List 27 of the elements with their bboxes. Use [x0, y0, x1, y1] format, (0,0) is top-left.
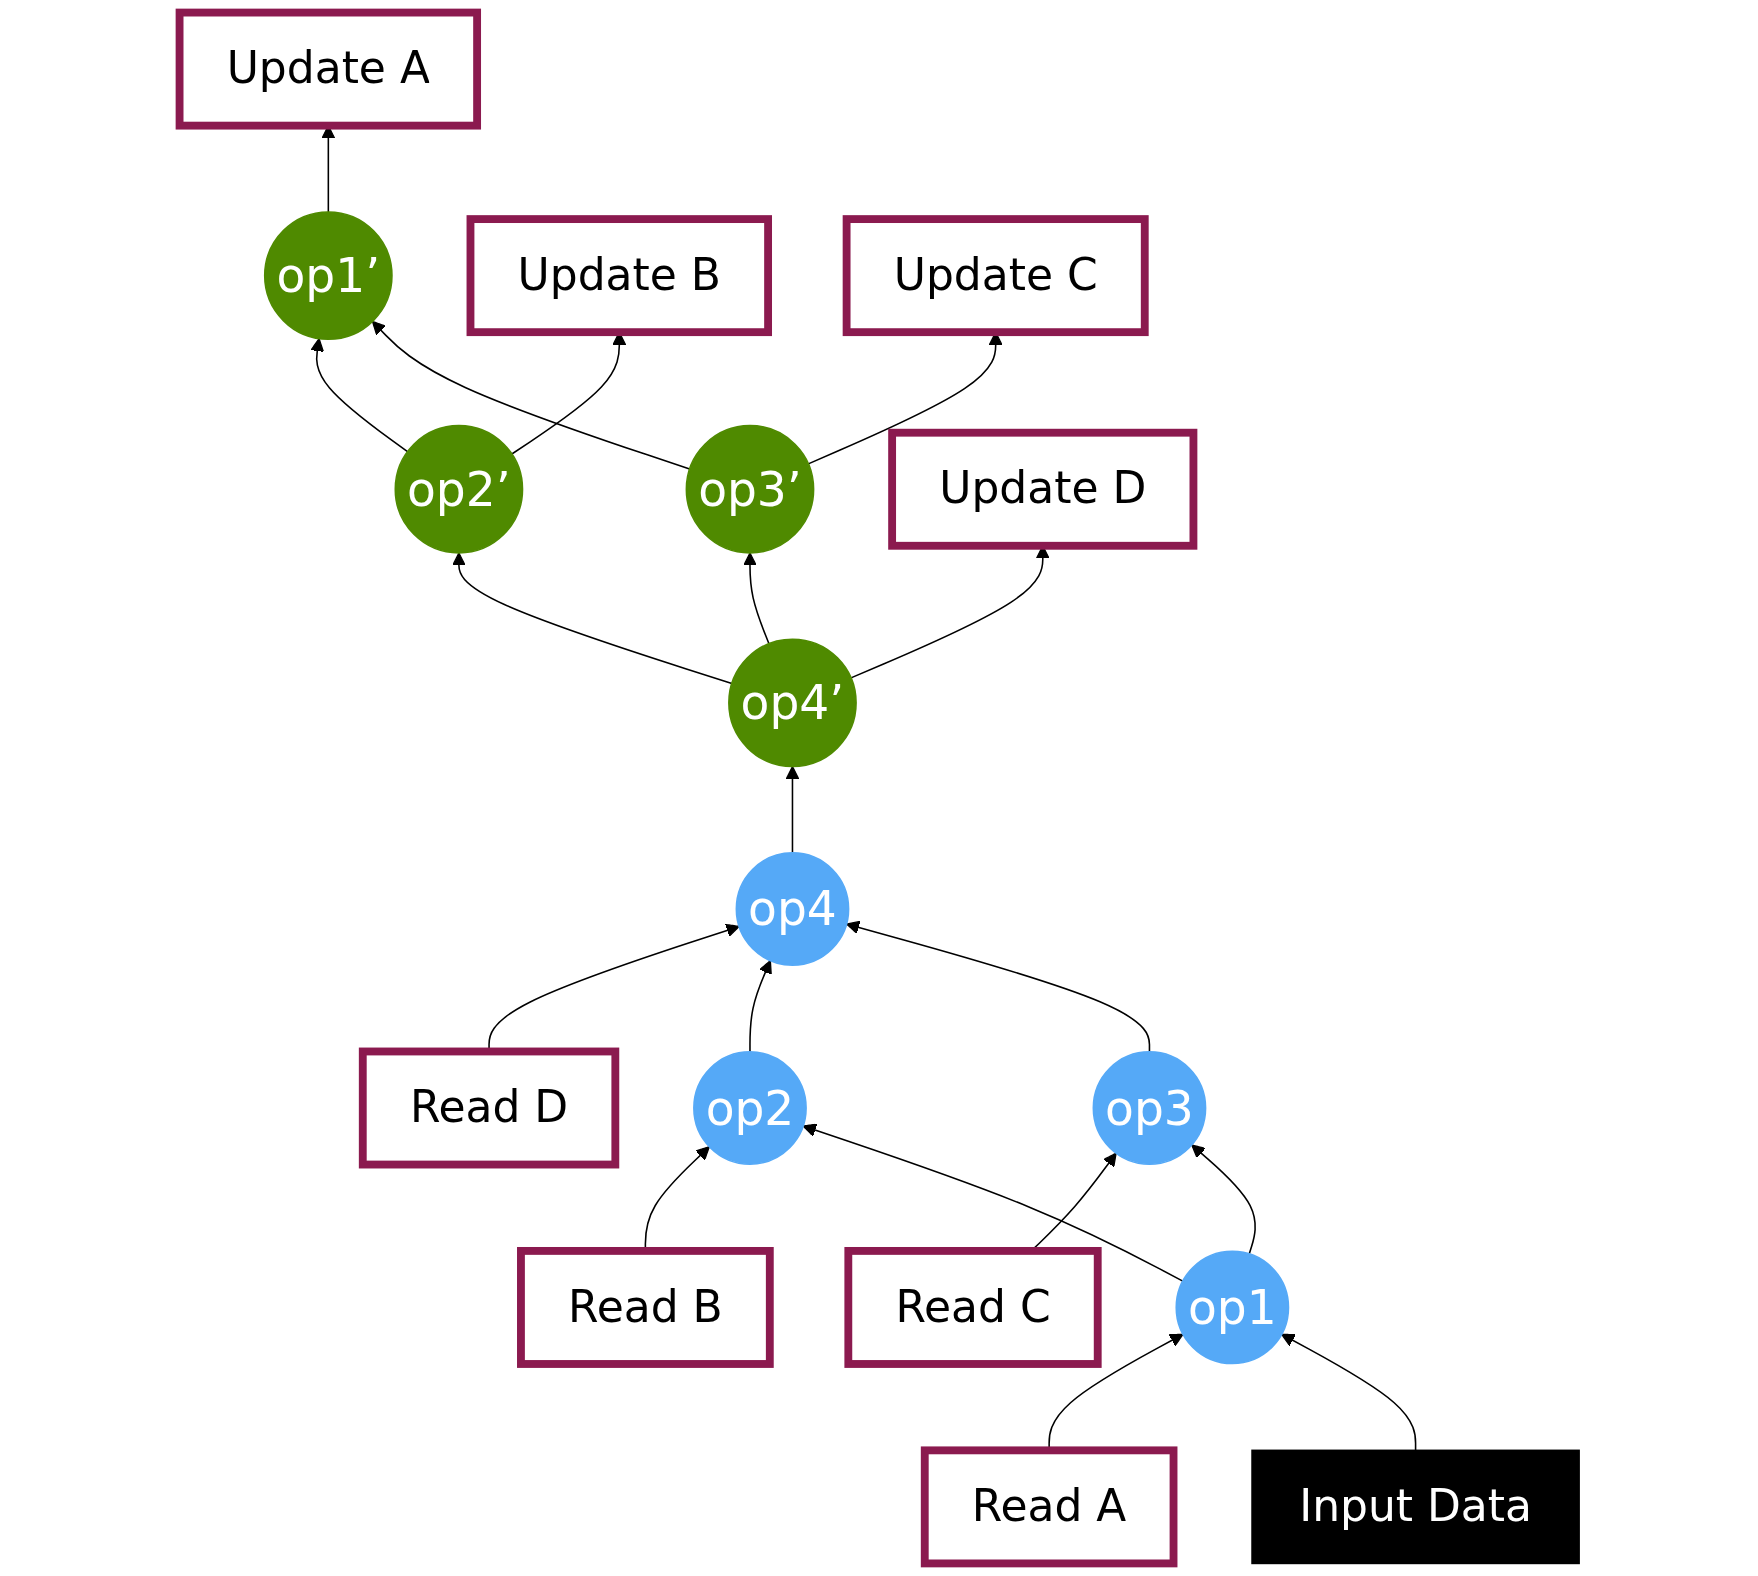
node-box: Update D	[887, 428, 1197, 550]
node-box: Read C	[844, 1247, 1102, 1368]
node-circle: op4	[735, 852, 850, 966]
node-box: Read D	[358, 1047, 619, 1169]
node-box: Read B	[516, 1247, 774, 1368]
arrow	[845, 920, 1150, 1053]
node-circle: op1	[1175, 1250, 1289, 1365]
node-circle: op2’	[394, 424, 523, 554]
arrow	[748, 959, 772, 1053]
node-box: Input Data	[1250, 1449, 1580, 1565]
node-box: Update B	[466, 215, 772, 337]
arrow	[785, 765, 800, 854]
node-circle: op2	[692, 1051, 807, 1165]
arrow	[742, 552, 770, 645]
arrow	[1280, 1333, 1417, 1452]
arrow	[451, 552, 733, 685]
node-circle: op3’	[685, 424, 815, 554]
node-box: Update A	[175, 8, 481, 130]
node-box: Update C	[842, 215, 1149, 337]
node-circle: op4’	[727, 638, 857, 768]
arrow	[1190, 1144, 1256, 1255]
node-circle: op1’	[263, 211, 393, 341]
node-circle: op3	[1092, 1051, 1207, 1165]
node-box: Read A	[920, 1446, 1178, 1568]
arrow	[310, 337, 408, 453]
arrow	[802, 1123, 1184, 1282]
arrow	[371, 320, 691, 470]
